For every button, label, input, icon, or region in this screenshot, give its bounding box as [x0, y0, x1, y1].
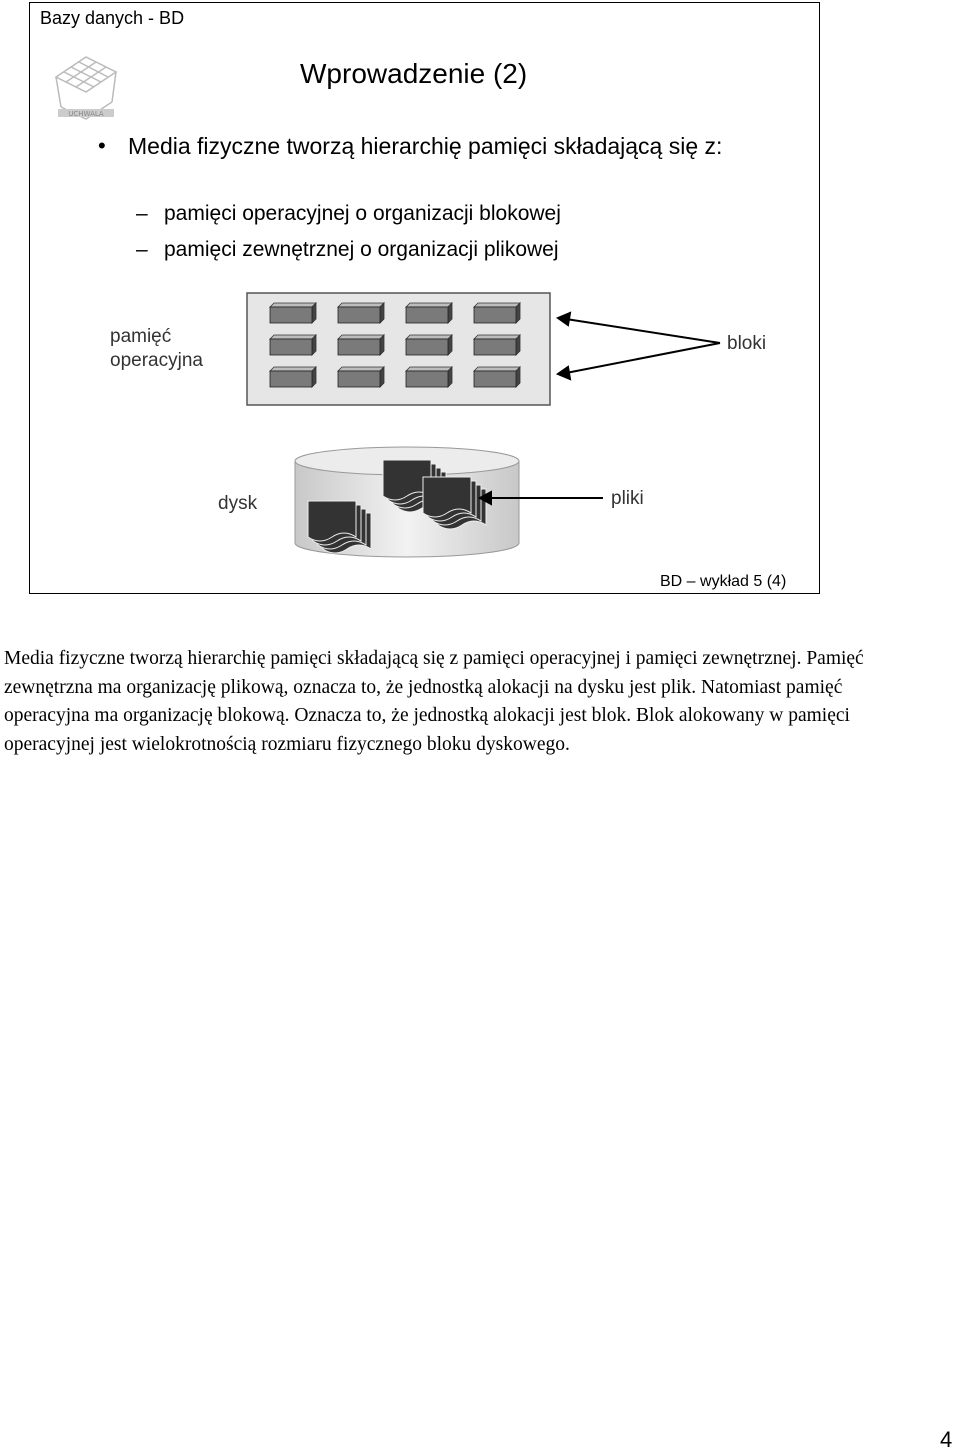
memory-block: [270, 303, 316, 323]
memory-label-line1: pamięć: [110, 325, 203, 349]
memory-block: [338, 335, 384, 355]
disk-label: dysk: [218, 493, 257, 515]
caption-text: Media fizyczne tworzą hierarchię pamięci…: [4, 645, 904, 759]
memory-block: [474, 335, 520, 355]
memory-block: [270, 367, 316, 387]
slide-footer: BD – wykład 5 (4): [660, 573, 786, 591]
blocks-arrows: [558, 313, 720, 379]
memory-block: [474, 367, 520, 387]
memory-block: [338, 367, 384, 387]
memory-block: [338, 303, 384, 323]
memory-label: pamięć operacyjna: [110, 325, 203, 373]
memory-block: [474, 303, 520, 323]
memory-label-line2: operacyjna: [110, 349, 203, 373]
memory-block: [270, 335, 316, 355]
memory-hierarchy-diagram: [30, 3, 821, 595]
files-label: pliki: [611, 488, 644, 510]
slide: Bazy danych - BD UCHWALA Wprowadzenie (2…: [29, 2, 820, 594]
memory-block: [406, 367, 452, 387]
page-number: 4: [940, 1427, 952, 1453]
blocks-label: bloki: [727, 333, 766, 355]
memory-block: [406, 303, 452, 323]
memory-block: [406, 335, 452, 355]
